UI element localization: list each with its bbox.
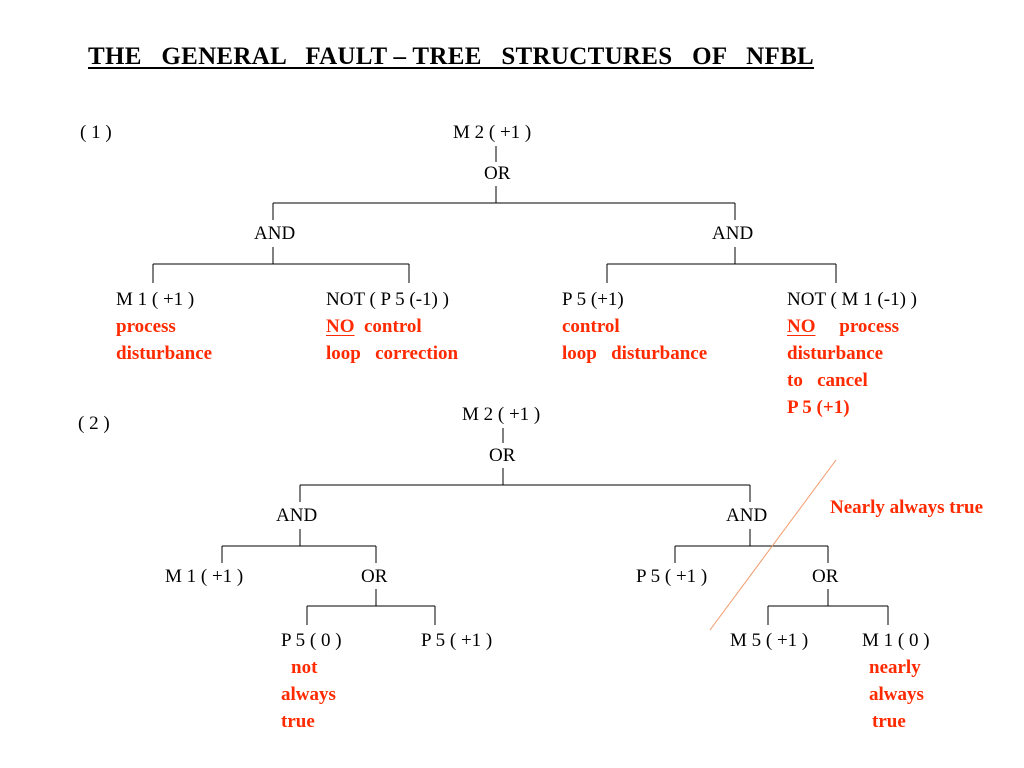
tree2-or-right: OR [812, 566, 839, 587]
tree2-m5: M 5 ( +1 ) [730, 630, 809, 651]
tree2-p5-zero-note: true [281, 711, 315, 732]
tree2-and-left: AND [276, 505, 318, 526]
tree1-leaf3-note: control [562, 316, 620, 337]
tree2-or-left: OR [361, 566, 388, 587]
tree1-leaf1-note: process [116, 316, 176, 337]
tree1-leaf3-label: P 5 (+1) [562, 289, 624, 310]
nearly-always-true-annotation: Nearly always true [830, 497, 984, 518]
tree1-leaf4-note: P 5 (+1) [787, 397, 850, 418]
tree2-p5-zero-note: not [291, 657, 318, 678]
tree1-leaf4-note: to cancel [787, 370, 868, 391]
tree1-leaf2-note: loop correction [326, 343, 459, 364]
tree1-leaf3-note: loop disturbance [562, 343, 708, 364]
tree2-root: M 2 ( +1 ) [462, 404, 541, 425]
tree1-leaf1-label: M 1 ( +1 ) [116, 289, 195, 310]
tree1-leaf2-note: NO control [326, 316, 422, 337]
tree2-m1-zero: M 1 ( 0 ) [862, 630, 930, 651]
tree1-leaf4-note: disturbance [787, 343, 884, 364]
tree1-and-right: AND [712, 223, 754, 244]
tree2-p5-zero-note: always [281, 684, 336, 705]
tree1-root: M 2 ( +1 ) [453, 122, 532, 143]
tree2-and-right: AND [726, 505, 768, 526]
tree2-m1: M 1 ( +1 ) [165, 566, 244, 587]
tree1-leaf2-label: NOT ( P 5 (-1) ) [326, 289, 449, 310]
tree1-leaf4-label: NOT ( M 1 (-1) ) [787, 289, 917, 310]
tree1-and-left: AND [254, 223, 296, 244]
tree2-p5-plus-right: P 5 ( +1 ) [636, 566, 708, 587]
negation-word: NO [787, 316, 816, 337]
tree2-m1-zero-note: always [869, 684, 924, 705]
diagonal-divider [709, 459, 837, 631]
tree1-label: ( 1 ) [80, 122, 112, 143]
tree1-leaf1-note: disturbance [116, 343, 213, 364]
page-title: THE GENERAL FAULT – TREE STRUCTURES OF N… [88, 43, 815, 70]
tree1-leaf4-note: NO process [787, 316, 900, 337]
tree2-or-gate: OR [489, 445, 516, 466]
tree2-m1-zero-note: true [872, 711, 906, 732]
tree2-label: ( 2 ) [78, 413, 110, 434]
negation-word: NO [326, 316, 355, 337]
tree2-p5-plus: P 5 ( +1 ) [421, 630, 493, 651]
tree1-or-gate: OR [484, 163, 511, 184]
tree2-p5-zero: P 5 ( 0 ) [281, 630, 342, 651]
tree2-m1-zero-note: nearly [869, 657, 921, 678]
